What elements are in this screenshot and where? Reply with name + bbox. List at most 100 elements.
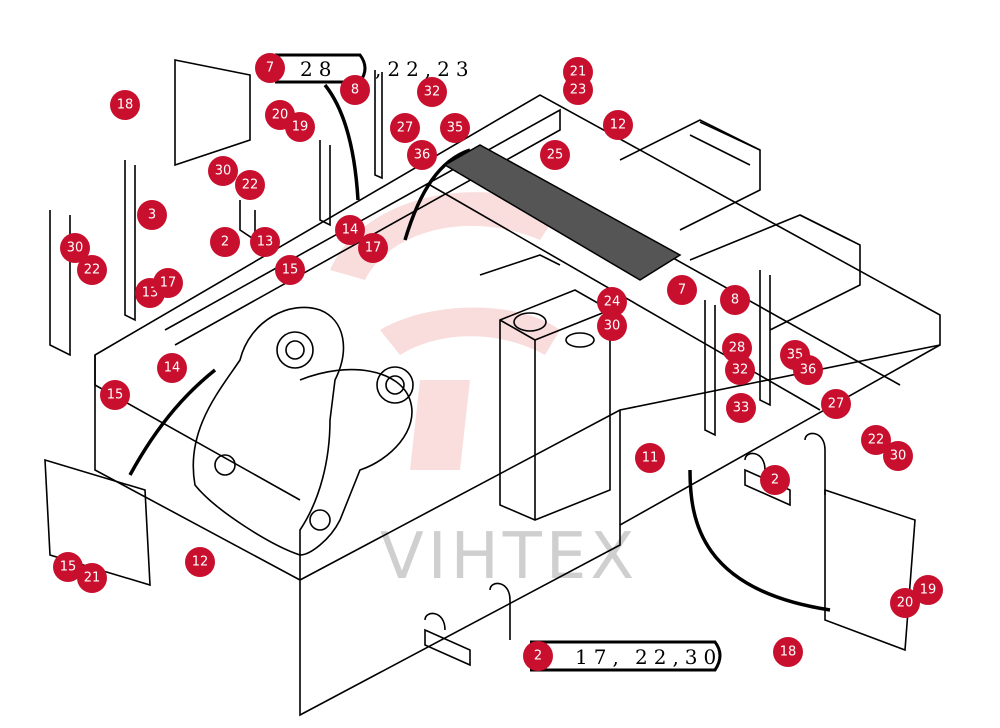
part-badge-label: 17 [160,276,177,291]
part-badge [407,140,437,170]
watermark-text: VIHTEX [380,520,638,594]
part-badge [417,77,447,107]
part-badge-label: 19 [920,583,937,598]
part-badge-label: 22 [84,263,101,278]
part-badge [53,552,83,582]
part-badge [913,575,943,605]
part-badge-label: 35 [447,121,464,136]
part-badge-label: 18 [117,98,134,113]
part-badge-label: 15 [107,388,124,403]
part-badge [358,233,388,263]
part-badge [726,393,756,423]
part-badge [523,641,553,671]
part-badge [720,285,750,315]
part-badge-label: 32 [424,85,441,100]
part-badge [77,255,107,285]
part-badge [722,333,752,363]
part-badge-label: 13 [142,286,159,301]
part-badge-label: 3 [148,208,156,223]
part-badge-label: 27 [828,397,845,412]
part-badge [285,112,315,142]
part-badge [440,113,470,143]
callout-top-tail: ,22,23 [375,57,475,81]
part-badge-label: 12 [192,555,209,570]
callout-bottom-text: 17, [575,645,625,669]
part-badge [255,53,285,83]
part-badge-label: 18 [780,645,797,660]
part-badge [208,156,238,186]
part-badge-label: 2 [534,649,542,664]
part-badge [890,588,920,618]
part-badge-label: 24 [604,295,621,310]
part-badge-label: 15 [60,560,77,575]
part-badge-label: 36 [414,148,431,163]
part-badge [540,140,570,170]
part-badge-label: 14 [164,361,181,376]
part-badge [110,90,140,120]
part-badge-label: 25 [547,148,564,163]
part-badge-label: 30 [67,241,84,256]
mesh-platform [443,144,682,281]
part-badge-label: 28 [729,341,746,356]
part-badge [760,465,790,495]
part-badge-label: 27 [397,121,414,136]
part-badge-label: 30 [604,319,621,334]
part-badge [340,75,370,105]
part-badge-label: 36 [800,363,817,378]
part-badge-label: 19 [292,120,309,135]
part-badge [275,255,305,285]
part-badge-label: 8 [731,293,739,308]
part-badge-label: 17 [365,241,382,256]
part-badge-label: 12 [610,118,627,133]
hoses [128,83,831,612]
part-badge [137,200,167,230]
part-badge [390,113,420,143]
part-badge-label: 30 [215,164,232,179]
part-badge [603,110,633,140]
part-badge [773,637,803,667]
part-badge-label: 32 [732,363,749,378]
part-badge [210,227,240,257]
callout-top-text: 28 [300,57,337,81]
part-badge [725,355,755,385]
part-badge-label: 14 [342,223,359,238]
part-badge [597,311,627,341]
part-badge [250,227,280,257]
part-badge-label: 21 [84,571,101,586]
part-badge-label: 15 [282,263,299,278]
part-badge [635,443,665,473]
part-badge-label: 22 [868,433,885,448]
part-badge [821,389,851,419]
part-badge [883,441,913,471]
part-badge [861,425,891,455]
part-badge [335,215,365,245]
part-badge-label: 11 [642,451,659,466]
part-badge-label: 7 [266,61,274,76]
part-badge-label: 20 [272,108,289,123]
part-badge [667,275,697,305]
part-badge [793,355,823,385]
watermark-logo [330,192,560,470]
part-badge-label: 33 [733,401,750,416]
part-badge-label: 7 [678,283,686,298]
part-badge [563,75,593,105]
part-badge [100,380,130,410]
part-badge [185,547,215,577]
part-badge [597,287,627,317]
part-badge [157,353,187,383]
part-badge-label: 20 [897,596,914,611]
part-badge-label: 23 [570,83,587,98]
part-badge-label: 2 [771,473,779,488]
callout-bottom-tail: 22,30 [635,645,722,669]
part-badge [153,268,183,298]
part-badge [60,233,90,263]
part-badge [235,170,265,200]
part-badge-label: 22 [242,178,259,193]
part-badge-label: 30 [890,449,907,464]
part-badge [77,563,107,593]
part-badge-label: 8 [351,83,359,98]
part-badge-label: 13 [257,235,274,250]
